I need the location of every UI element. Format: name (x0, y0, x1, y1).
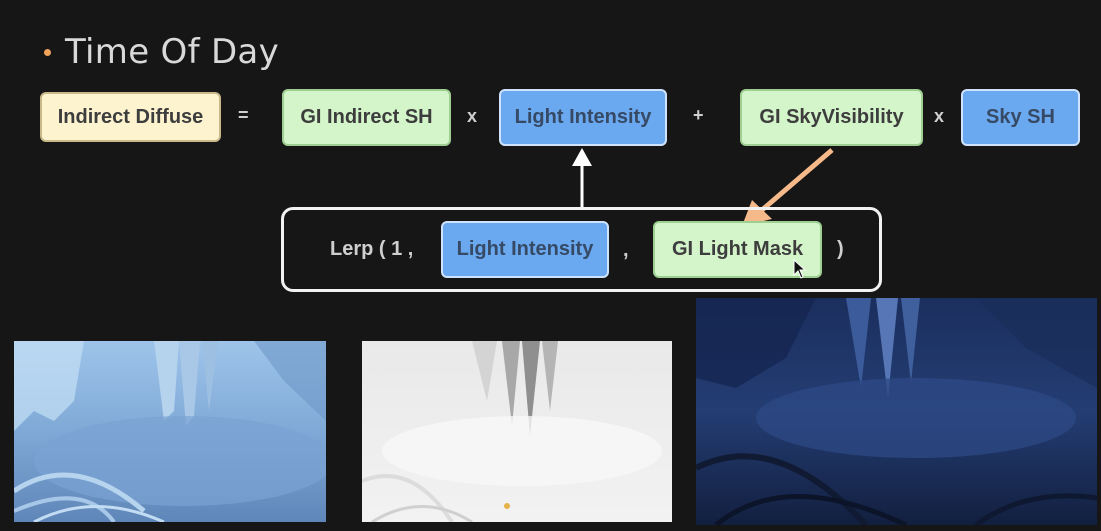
blue-lit-cave-render (14, 341, 326, 522)
lerp-prefix: Lerp ( 1 , (330, 238, 414, 260)
sky-sh-box: Sky SH (961, 89, 1080, 146)
indirect-diffuse-box: Indirect Diffuse (40, 92, 221, 142)
up-arrow-icon (572, 148, 592, 208)
slide-title: Time Of Day (65, 32, 279, 72)
lerp-expression-frame (281, 207, 882, 292)
grayscale-light-mask-render (362, 341, 672, 522)
bullet-dot-icon (44, 48, 51, 56)
slide-title-row: Time Of Day (44, 32, 279, 72)
lerp-comma: , (623, 239, 629, 261)
light-intensity-box: Light Intensity (499, 89, 667, 146)
plus-operator: + (693, 105, 704, 125)
mouse-cursor-icon (793, 259, 807, 279)
equals-operator: = (238, 105, 249, 125)
lerp-light-intensity-box: Light Intensity (441, 221, 609, 278)
gi-skyvisibility-box: GI SkyVisibility (740, 89, 923, 146)
multiply-operator-2: x (934, 106, 945, 126)
dark-blue-cave-render (696, 298, 1097, 525)
gi-indirect-sh-box: GI Indirect SH (282, 89, 451, 146)
lerp-close-paren: ) (837, 238, 844, 260)
multiply-operator-1: x (467, 106, 478, 126)
